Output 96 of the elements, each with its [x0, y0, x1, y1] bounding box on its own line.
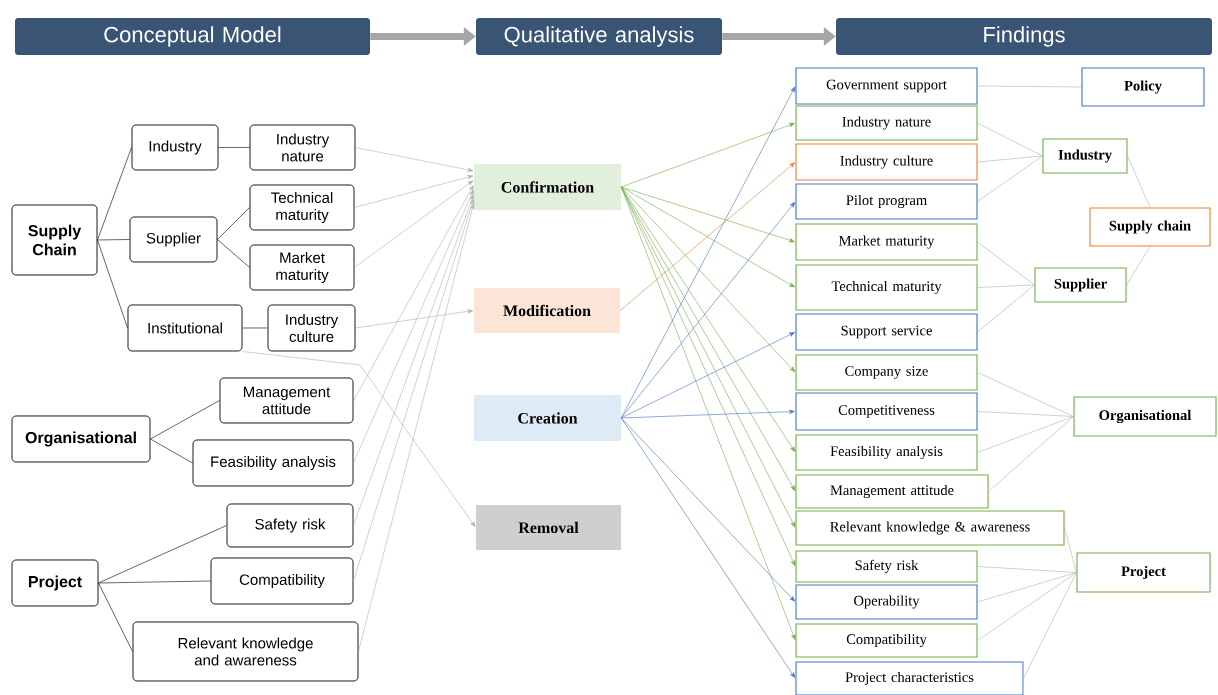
finding-box: Compatibility [795, 623, 978, 658]
factor-box: Market maturity [249, 244, 355, 291]
factor-box: Relevant knowledge and awareness [132, 621, 359, 682]
arrow [358, 203, 475, 652]
header-banner: Findings [836, 18, 1212, 55]
connector-line [1126, 246, 1151, 286]
arrow [620, 186, 795, 288]
connector-line [242, 327, 268, 329]
factor-box: Supplier [129, 216, 218, 263]
analysis-box: Removal [476, 505, 621, 550]
analysis-box: Confirmation [474, 164, 621, 210]
connector-line [98, 580, 211, 584]
arrow [620, 201, 796, 419]
finding-box: Project characteristics [795, 661, 1024, 695]
arrow [620, 409, 795, 419]
analysis-box: Modification [474, 288, 620, 333]
arrow [620, 332, 795, 419]
arrow [619, 162, 796, 311]
connector-line [1064, 527, 1077, 573]
theme-box: Policy [1081, 67, 1205, 107]
theme-box: Supply chain [1089, 207, 1211, 247]
connector-line [98, 525, 227, 584]
finding-box: Market maturity [795, 223, 978, 261]
connector-line [977, 572, 1077, 603]
finding-box: Industry nature [795, 105, 978, 141]
connector-line [98, 582, 133, 652]
arrow [353, 189, 474, 464]
arrow [242, 351, 476, 528]
arrow [620, 417, 796, 602]
factor-box: Technical maturity [249, 184, 355, 231]
connector-line [977, 566, 1077, 573]
finding-box: Pilot program [795, 183, 978, 220]
connector-line [977, 122, 1043, 157]
finding-box: Government support [795, 67, 978, 105]
arrow [354, 180, 474, 268]
connector-line [150, 438, 193, 464]
category-box: Project [11, 559, 99, 607]
factor-box: Industry nature [249, 124, 356, 171]
finding-box: Safety risk [795, 550, 978, 583]
factor-box: Industry [131, 124, 219, 171]
finding-box: Support service [795, 313, 978, 351]
arrow [620, 417, 796, 679]
connector-line [218, 147, 250, 148]
header-banner: Qualitative analysis [476, 18, 722, 55]
arrow [354, 175, 474, 208]
connector-line [977, 155, 1043, 202]
theme-box: Organisational [1073, 396, 1217, 437]
arrow [353, 185, 474, 401]
finding-box: Management attitude [795, 474, 989, 509]
finding-box: Company size [795, 354, 978, 391]
connector-line [977, 284, 1035, 288]
arrow [353, 198, 475, 582]
arrow [620, 186, 795, 243]
connector-line [217, 207, 250, 240]
connector-line [977, 572, 1077, 641]
theme-box: Project [1076, 552, 1211, 593]
finding-box: Relevant knowledge & awareness [795, 510, 1065, 546]
finding-box: Competitiveness [795, 392, 978, 431]
connector-line [1127, 155, 1151, 208]
connector-line [977, 85, 1082, 88]
connector-line [217, 239, 250, 268]
arrow [620, 186, 796, 373]
connector-line [97, 239, 128, 329]
arrow [355, 309, 474, 329]
factor-box: Management attitude [219, 377, 354, 424]
arrow [620, 123, 795, 188]
factor-box: Feasibility analysis [192, 439, 354, 487]
connector-line [977, 284, 1035, 333]
theme-box: Supplier [1034, 267, 1127, 303]
connector-line [97, 239, 130, 241]
connector-line [977, 155, 1043, 163]
factor-box: Institutional [127, 304, 243, 352]
arrow [620, 186, 796, 640]
factor-box: Compatibility [210, 557, 354, 605]
connector-line [97, 147, 132, 241]
connector-line [977, 241, 1035, 286]
category-box: Supply Chain [11, 204, 98, 276]
arrow [353, 194, 474, 526]
theme-box: Industry [1042, 138, 1128, 174]
finding-box: Industry culture [795, 143, 978, 181]
factor-box: Safety risk [226, 503, 354, 548]
connector-line [977, 372, 1074, 417]
finding-box: Operability [795, 584, 978, 620]
connector-line [988, 416, 1074, 492]
header-banner: Conceptual Model [15, 18, 370, 55]
arrow [620, 86, 796, 419]
connector-line [977, 411, 1074, 417]
factor-box: Industry culture [267, 304, 356, 352]
connector-line [1023, 572, 1077, 679]
finding-box: Technical maturity [795, 264, 978, 311]
connector-line [150, 400, 220, 440]
finding-box: Feasibility analysis [795, 434, 978, 471]
category-box: Organisational [11, 415, 151, 463]
arrow [355, 147, 474, 172]
connector-line [977, 416, 1074, 453]
analysis-box: Creation [474, 395, 621, 441]
